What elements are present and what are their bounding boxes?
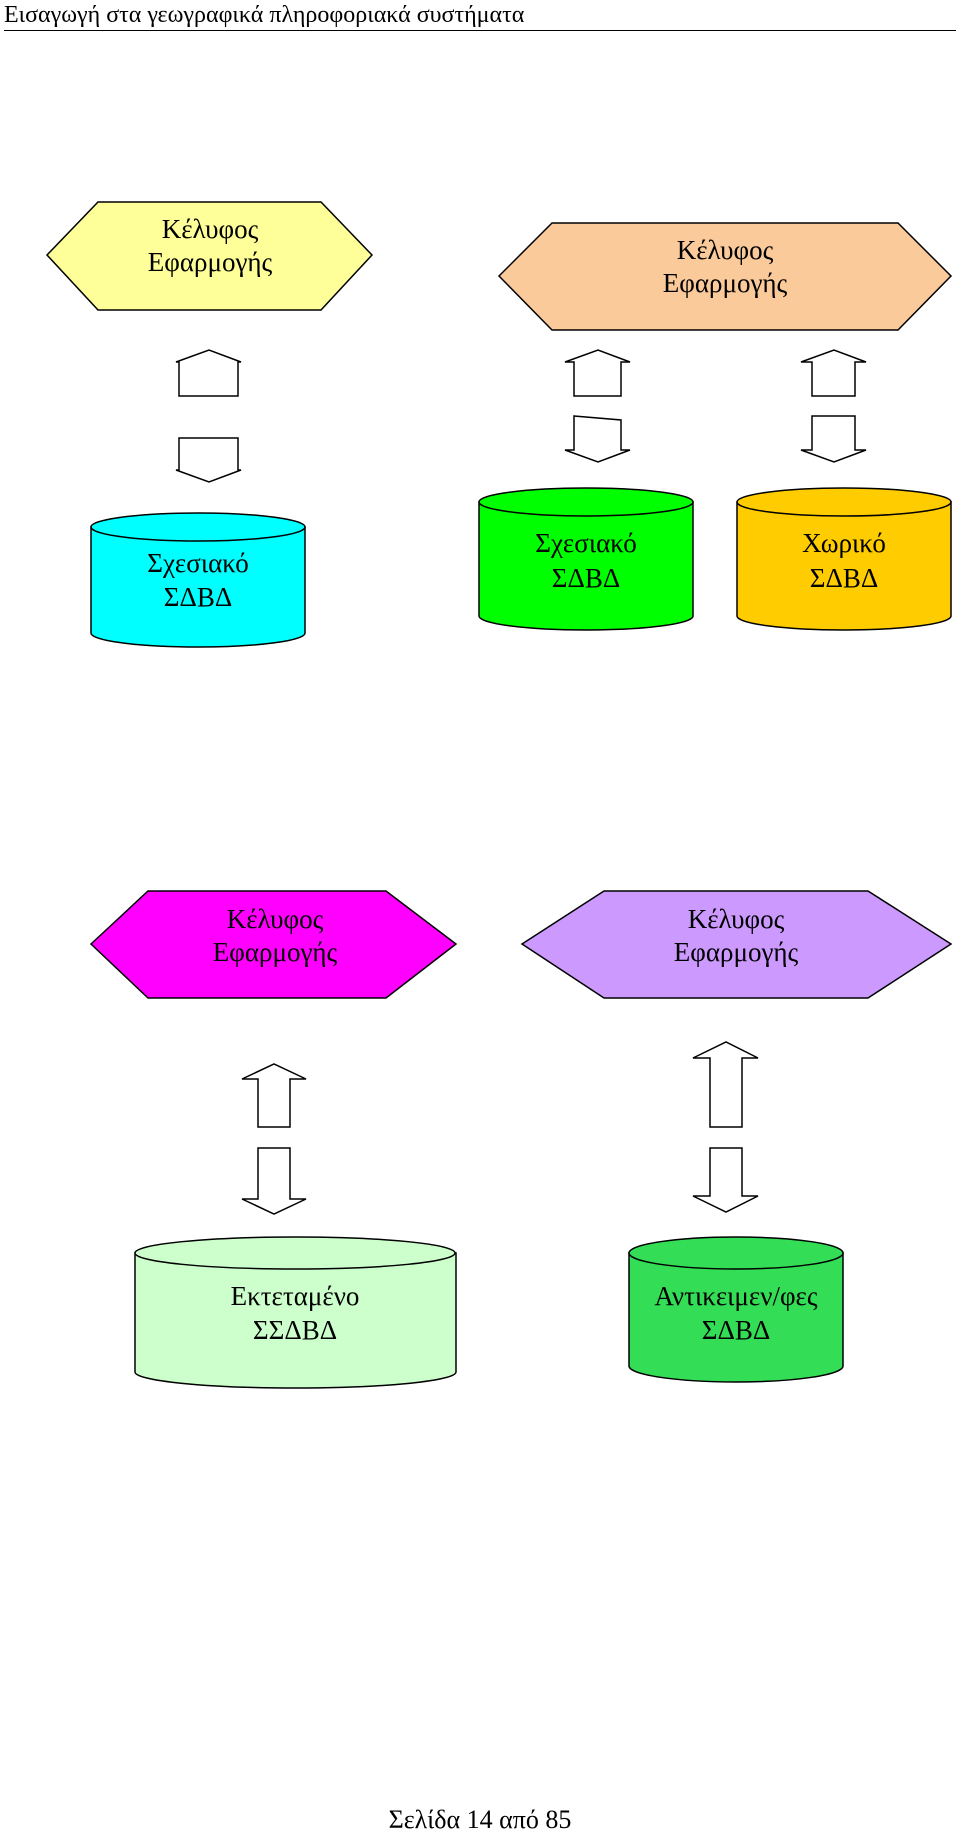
db-1-top [90, 512, 306, 542]
shell-4-label-line2: Εφαρμογής [674, 937, 799, 967]
shell-3-label-line2: Εφαρμογής [213, 937, 338, 967]
db-1-label-line1: Σχεσιακό [147, 548, 249, 578]
shell-4-label-line1: Κέλυφος [688, 904, 785, 934]
arrow-up-3 [800, 349, 867, 397]
shell-1-shape [45, 201, 374, 311]
db-3-top [736, 487, 952, 517]
arrow-up-4 [241, 1063, 307, 1128]
db-4-label-line1: Εκτεταμένο [231, 1281, 360, 1311]
db-2-label-line1: Σχεσιακό [535, 528, 637, 558]
arrow-up-1 [175, 349, 242, 397]
shell-2-shape [497, 222, 953, 331]
arrow-up-5 [692, 1041, 759, 1128]
db-1-body [90, 526, 306, 648]
arrow-down-5 [692, 1147, 759, 1213]
db-5-label-line1: Αντικειμεν/φες [654, 1281, 817, 1311]
db-5-body [628, 1252, 844, 1383]
arrow-up-2 [564, 349, 631, 397]
shell-2-label-line1: Κέλυφος [677, 235, 774, 265]
db-3-body [736, 501, 952, 631]
db-3-label-line2: ΣΔΒΔ [810, 563, 878, 593]
db-5-top [628, 1236, 844, 1270]
db-4-label-line2: ΣΣΔΒΔ [253, 1315, 337, 1345]
db-2-body [478, 501, 694, 631]
db-3-label-line1: Χωρικό [802, 528, 886, 558]
page-footer: Σελίδα 14 από 85 [0, 1806, 960, 1834]
db-1-label-line2: ΣΔΒΔ [164, 582, 232, 612]
shell-3-shape [89, 890, 458, 999]
arrow-down-2 [564, 415, 631, 463]
db-2-top [478, 487, 694, 517]
shell-1-label-line2: Εφαρμογής [148, 247, 273, 277]
db-4-top [134, 1236, 456, 1270]
page-header: Εισαγωγή στα γεωγραφικά πληροφοριακά συσ… [4, 0, 956, 31]
arrow-down-1 [175, 437, 242, 483]
shell-1-label-line1: Κέλυφος [162, 214, 259, 244]
architecture-diagram: Κέλυφος Εφαρμογής Κέλυφος Εφαρμογής Σχεσ… [45, 201, 953, 1389]
shell-3-label-line1: Κέλυφος [227, 904, 324, 934]
shell-4-shape [520, 890, 953, 999]
db-5-label-line2: ΣΔΒΔ [702, 1315, 770, 1345]
arrow-down-3 [800, 415, 867, 463]
db-2-label-line2: ΣΔΒΔ [552, 563, 620, 593]
shell-2-label-line2: Εφαρμογής [663, 268, 788, 298]
db-4-body [134, 1252, 457, 1389]
page-header-title: Εισαγωγή στα γεωγραφικά πληροφοριακά συσ… [4, 2, 525, 28]
arrow-down-4 [241, 1147, 307, 1215]
page-number-label: Σελίδα 14 από 85 [388, 1805, 572, 1834]
